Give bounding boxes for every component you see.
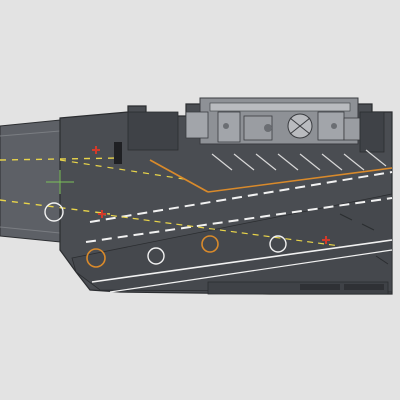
- blast-deflector: [114, 142, 122, 164]
- parking-lane-orange: [149, 159, 209, 193]
- helo-spot-1: [44, 202, 64, 222]
- deck-elevator-forward: [127, 111, 179, 151]
- aft-deck-grilles: [300, 284, 384, 290]
- runway-edge-line: [91, 239, 393, 283]
- bow-guide-line-3: [59, 159, 191, 181]
- approach-guide-line: [99, 213, 341, 247]
- deck-elevator-aft: [359, 111, 385, 153]
- bow-hull: [0, 119, 61, 243]
- runway-centerline-1: [89, 171, 393, 223]
- runway-centerline-2: [85, 197, 393, 243]
- aircraft-parking-lines: [211, 149, 387, 171]
- bow-guide-line-1: [0, 157, 121, 161]
- bow-seam-2: [0, 226, 61, 234]
- deck-markers-red: [92, 146, 330, 244]
- hull-gallery: [207, 281, 389, 295]
- helicopter-landing-spots: [44, 202, 287, 268]
- helo-spot-3: [147, 247, 165, 265]
- helo-spot-4: [201, 235, 219, 253]
- helo-spot-5: [269, 235, 287, 253]
- island-superstructure: [185, 97, 361, 145]
- helo-spot-2: [86, 248, 106, 268]
- bow-crosshair: [46, 170, 74, 194]
- parking-lane-orange-2: [207, 167, 393, 193]
- runway-edge-line-2: [109, 249, 393, 293]
- bow-seam-1: [0, 130, 61, 137]
- deck-detail-ticks: [339, 213, 389, 265]
